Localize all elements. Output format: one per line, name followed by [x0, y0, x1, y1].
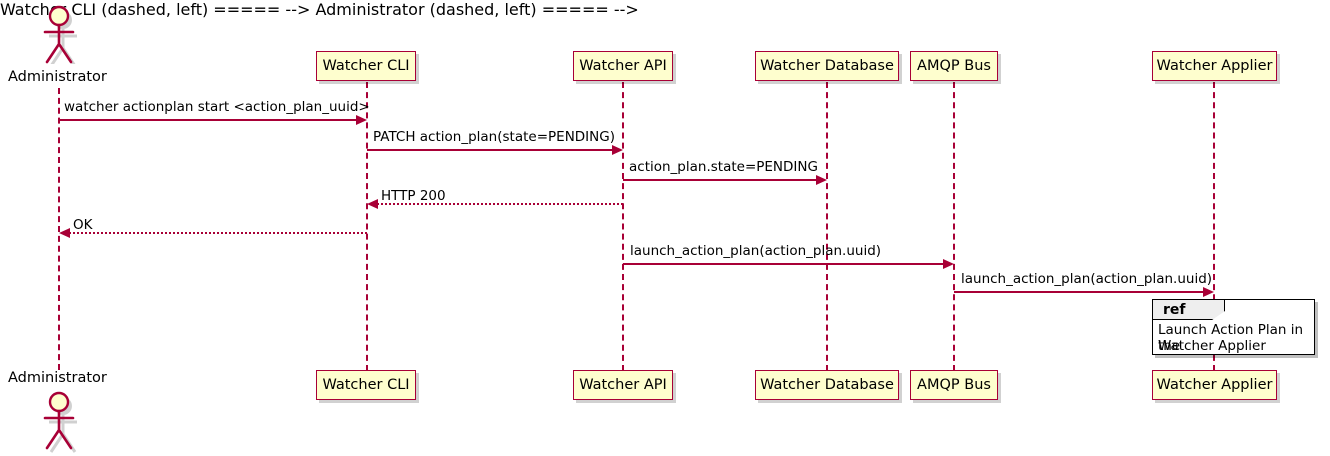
message-arrowhead-watcher-actionplan-start [356, 115, 367, 125]
participant-label-watcher-api-top: Watcher API [579, 58, 667, 74]
message-arrowhead-launch-action-plan-api [943, 259, 954, 269]
message-line-launch-action-plan-api [623, 263, 944, 265]
participant-label-watcher-database-bottom: Watcher Database [760, 377, 894, 393]
participant-label-amqp-bus-bottom: AMQP Bus [917, 377, 991, 393]
lifeline-amqp-bus [953, 82, 955, 371]
participant-label-watcher-cli-top: Watcher CLI [322, 58, 410, 74]
participant-label-watcher-database-top: Watcher Database [760, 58, 894, 74]
message-line-watcher-actionplan-start [59, 119, 357, 121]
ref-fragment-keyword: ref [1153, 300, 1225, 320]
message-line-ok [69, 232, 367, 234]
participant-box-watcher-database-top[interactable]: Watcher Database [755, 51, 899, 81]
message-label-ok: OK [73, 217, 93, 233]
participant-box-amqp-bus-bottom[interactable]: AMQP Bus [910, 370, 998, 400]
message-label-http-200: HTTP 200 [381, 188, 446, 204]
lifeline-watcher-applier [1213, 82, 1215, 371]
participant-label-watcher-applier-top: Watcher Applier [1156, 58, 1273, 74]
ref-fragment-text-line-1: Launch Action Plan in the [1158, 322, 1304, 354]
participant-label-watcher-api-bottom: Watcher API [579, 377, 667, 393]
message-line-action-plan-state-pending [623, 179, 817, 181]
message-arrowhead-action-plan-state-pending [816, 175, 827, 185]
lifeline-watcher-database [826, 82, 828, 371]
lifeline-watcher-api [622, 82, 624, 371]
message-line-patch-action-plan [367, 149, 613, 151]
participant-box-watcher-api-bottom[interactable]: Watcher API [573, 370, 673, 400]
participant-box-watcher-cli-bottom[interactable]: Watcher CLI [316, 370, 416, 400]
lifeline-watcher-cli [366, 82, 368, 371]
actor-label-administrator-bottom: Administrator [8, 370, 107, 386]
message-label-action-plan-state-pending: action_plan.state=PENDING [629, 159, 818, 175]
message-line-http-200 [377, 203, 623, 205]
ref-fragment-text-line-2: Watcher Applier [1158, 338, 1266, 354]
participant-box-watcher-cli-top[interactable]: Watcher CLI [316, 51, 416, 81]
ref-fragment-box: ref Launch Action Plan in the Watcher Ap… [1152, 299, 1315, 355]
actor-figure-bottom [29, 390, 89, 456]
participant-label-amqp-bus-top: AMQP Bus [917, 58, 991, 74]
message-label-patch-action-plan: PATCH action_plan(state=PENDING) [373, 129, 615, 145]
message-arrowhead-http-200 [367, 199, 378, 209]
participant-box-watcher-applier-top[interactable]: Watcher Applier [1152, 51, 1277, 81]
message-arrowhead-patch-action-plan [612, 145, 623, 155]
actor-figure-top [29, 2, 89, 68]
actor-label-administrator-top: Administrator [8, 69, 107, 85]
message-arrowhead-launch-action-plan-bus [1203, 287, 1214, 297]
participant-label-watcher-applier-bottom: Watcher Applier [1156, 377, 1273, 393]
participant-label-watcher-cli-bottom: Watcher CLI [322, 377, 410, 393]
participant-box-watcher-api-top[interactable]: Watcher API [573, 51, 673, 81]
message-line-launch-action-plan-bus [954, 291, 1204, 293]
participant-box-amqp-bus-top[interactable]: AMQP Bus [910, 51, 998, 81]
participant-box-watcher-database-bottom[interactable]: Watcher Database [755, 370, 899, 400]
message-label-watcher-actionplan-start: watcher actionplan start <action_plan_uu… [64, 99, 370, 115]
message-label-launch-action-plan-bus: launch_action_plan(action_plan.uuid) [961, 271, 1213, 287]
message-label-launch-action-plan-api: launch_action_plan(action_plan.uuid) [630, 243, 882, 259]
participant-box-watcher-applier-bottom[interactable]: Watcher Applier [1152, 370, 1277, 400]
message-arrowhead-ok [59, 228, 70, 238]
